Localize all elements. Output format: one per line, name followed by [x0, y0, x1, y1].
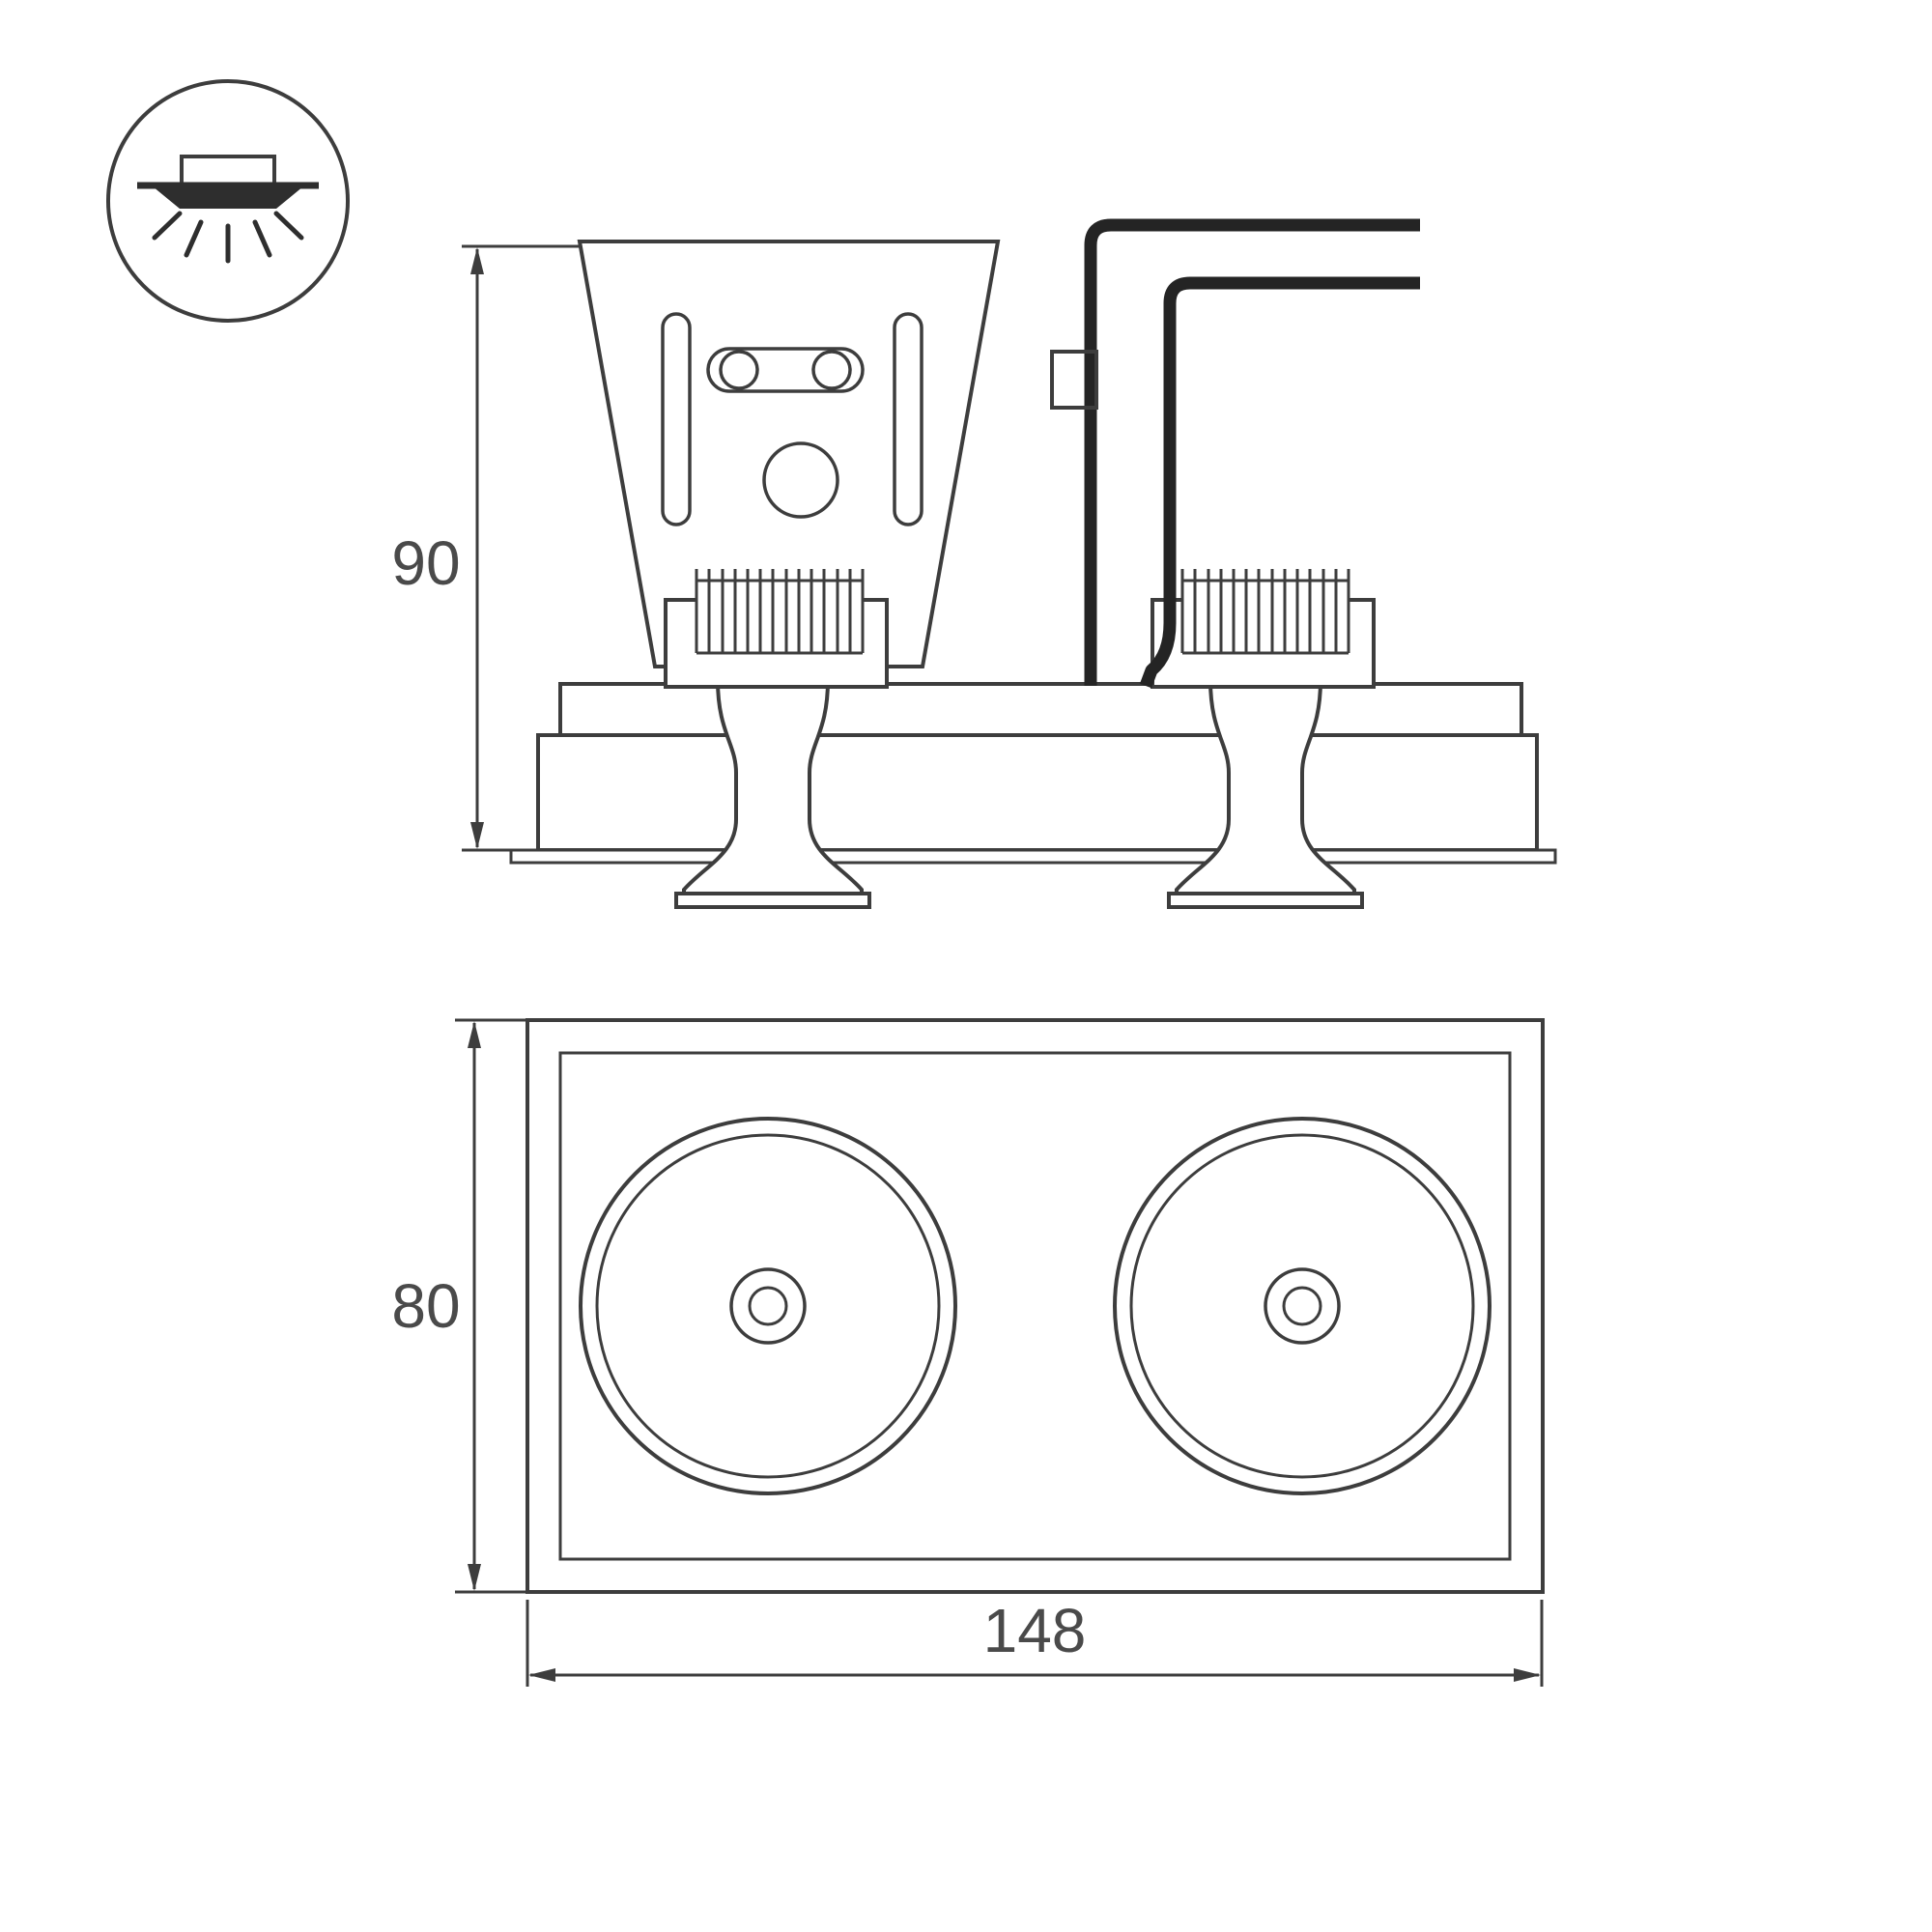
right-lens-hub	[1264, 1267, 1341, 1345]
terminal-screw-right	[811, 350, 852, 390]
dim-arrow-up	[470, 247, 484, 274]
left-lens-hub	[729, 1267, 807, 1345]
legend-bezel	[153, 186, 303, 209]
side-view-drawing: 90	[391, 218, 1557, 909]
plan-width-dimension: 148	[526, 1596, 1544, 1687]
plan-width-dimension-label: 148	[983, 1596, 1087, 1665]
housing-slot-left	[661, 312, 692, 526]
right-lens-hub-center	[1282, 1286, 1322, 1326]
left-lens-outer	[579, 1117, 957, 1495]
plan-left-lens	[579, 1117, 957, 1495]
side-height-dimension-label: 90	[391, 528, 460, 598]
plan-height-dimension-label: 80	[391, 1271, 460, 1341]
plan-outer-frame	[526, 1018, 1545, 1594]
left-spotlight-cone	[674, 678, 871, 909]
housing-slot-right	[893, 312, 923, 526]
dim-arrow-right	[1514, 1668, 1541, 1682]
right-lens-outer	[1113, 1117, 1492, 1495]
legend-circle	[106, 79, 350, 323]
recessed-downlight-icon	[106, 79, 350, 323]
driver-housing	[577, 240, 1001, 668]
cable-two	[1139, 276, 1420, 689]
side-height-dimension: 90	[391, 244, 580, 852]
dim-arrow-down	[470, 822, 484, 849]
dim-arrow-up	[468, 1021, 481, 1048]
right-cone-rim	[1167, 892, 1364, 909]
right-heatsink-fins	[1180, 569, 1350, 655]
plan-height-dimension: 80	[391, 1018, 527, 1594]
left-lens-hub-center	[748, 1286, 788, 1326]
plan-view-drawing: 80 148	[391, 1018, 1545, 1687]
cable-one	[1084, 218, 1420, 686]
plan-inner-frame	[558, 1051, 1512, 1561]
base-step-lower	[536, 733, 1539, 852]
plan-right-lens	[1113, 1117, 1492, 1495]
base-step-upper	[558, 682, 1523, 737]
right-lens-ring	[1129, 1133, 1475, 1479]
right-spotlight-cone	[1167, 678, 1364, 909]
housing-screw-hole	[762, 441, 839, 519]
left-heatsink-fins	[695, 569, 865, 655]
left-lens-ring	[595, 1133, 941, 1479]
terminal-screw-left	[719, 350, 759, 390]
legend-light-rays	[152, 211, 304, 264]
base-trim-flange	[509, 848, 1557, 865]
legend-housing	[180, 155, 276, 187]
fixture-base-steps	[509, 682, 1557, 865]
dim-arrow-left	[528, 1668, 555, 1682]
terminal-slot	[706, 347, 865, 393]
left-cone-rim	[674, 892, 871, 909]
cable-clamp	[1050, 350, 1098, 410]
power-cables	[1050, 218, 1420, 689]
dim-arrow-down	[468, 1564, 481, 1591]
